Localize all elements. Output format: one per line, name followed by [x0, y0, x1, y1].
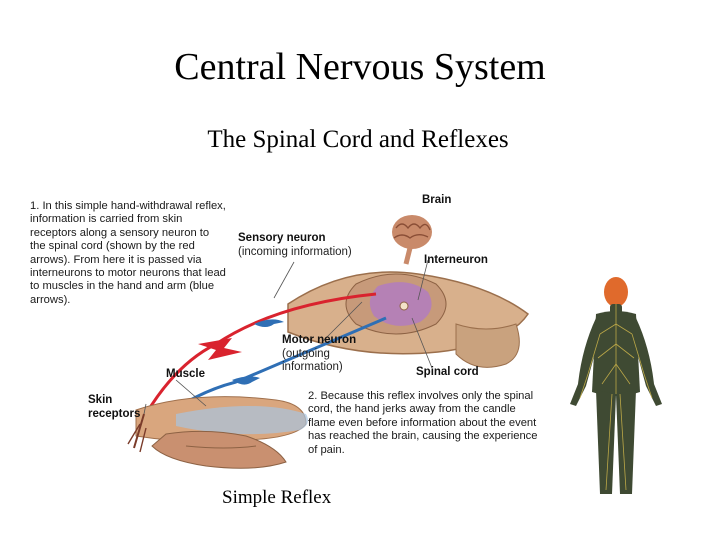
leader-lines [143, 259, 433, 415]
sensory-pathway [144, 292, 377, 415]
reflex-note-1: 1. In this simple hand-withdrawal reflex… [30, 200, 226, 306]
arm-and-hand-illustration [127, 396, 308, 469]
label-spinal-cord: Spinal cord [416, 366, 479, 378]
label-brain: Brain [422, 194, 452, 206]
reflex-diagram: 1. In this simple hand-withdrawal reflex… [26, 184, 546, 480]
slide-subtitle: The Spinal Cord and Reflexes [207, 126, 509, 153]
brain-highlight [604, 277, 628, 307]
label-skin-receptors: Skin receptors [88, 394, 141, 420]
diagram-caption: Simple Reflex [222, 487, 332, 508]
brain-illustration [392, 215, 432, 265]
human-nervous-system-figure [566, 274, 666, 500]
reflex-note-2: 2. Because this reflex involves only the… [308, 390, 538, 456]
label-muscle: Muscle [166, 368, 205, 380]
label-motor-neuron: Motor neuron (outgoing information) [282, 334, 357, 374]
label-motor-neuron-sub: (outgoing information) [282, 347, 343, 374]
label-sensory-neuron-sub: (incoming information) [238, 245, 352, 258]
human-figure-illustration [570, 277, 662, 494]
label-sensory-neuron: Sensory neuron (incoming information) [238, 232, 352, 258]
reflex-illustration [127, 215, 530, 469]
label-interneuron: Interneuron [424, 254, 488, 266]
slide-title: Central Nervous System [174, 46, 546, 88]
